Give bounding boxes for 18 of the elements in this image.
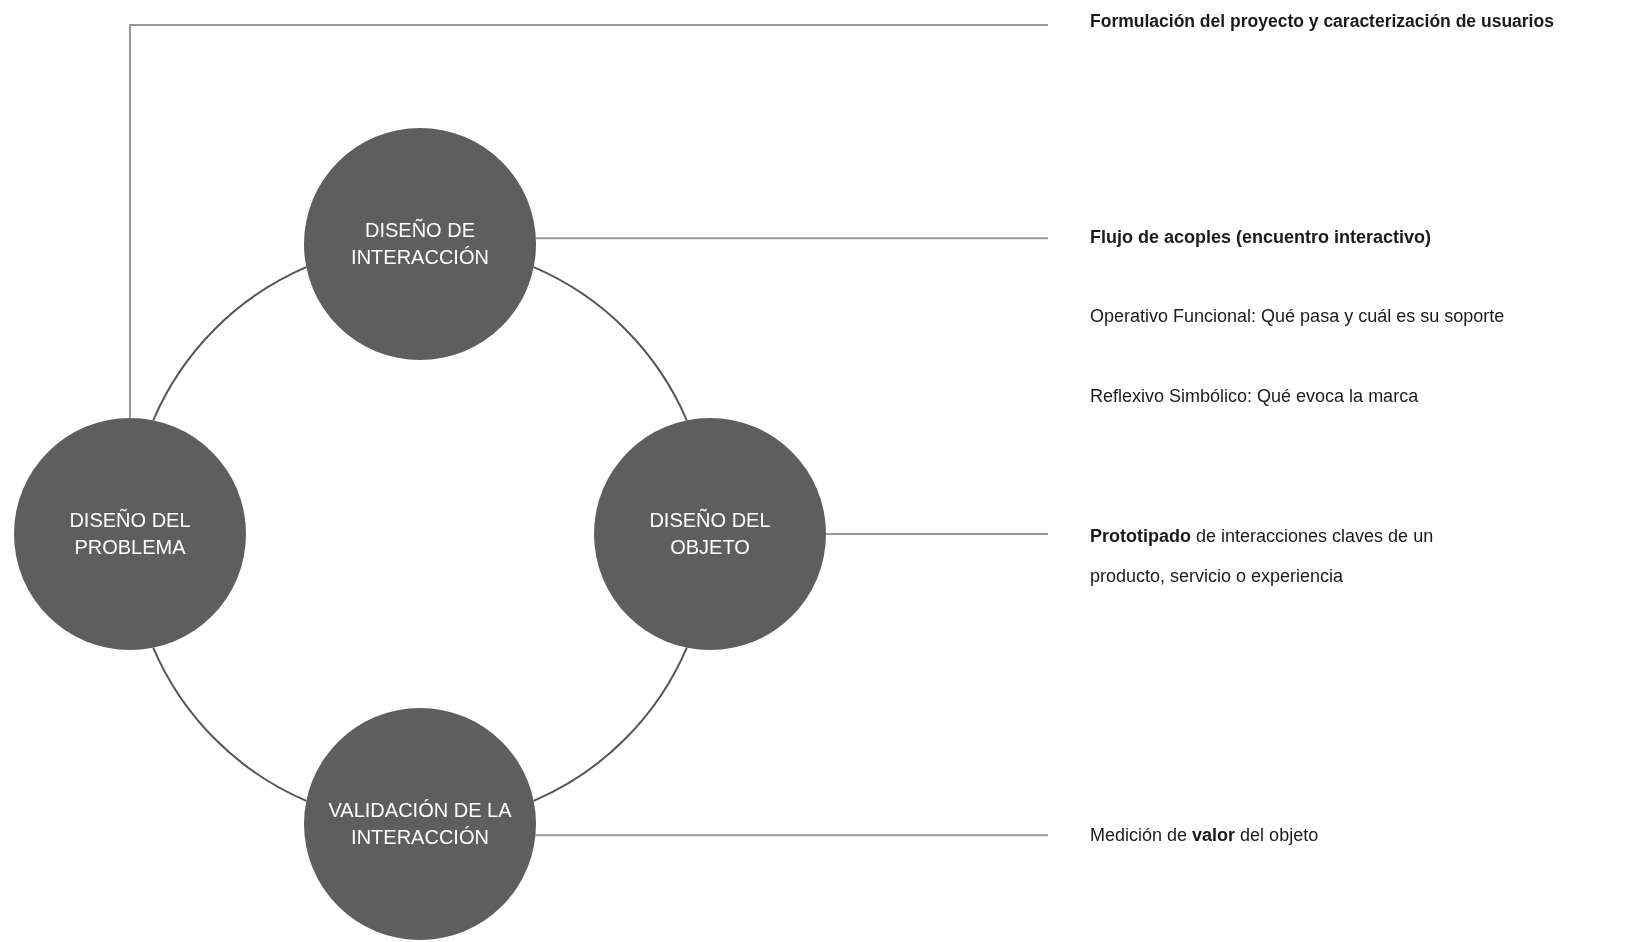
leader-line: [129, 24, 1049, 419]
stage-title: DISEÑO DEL OBJETO: [648, 507, 772, 560]
annotation-text: Medición de valor del objeto: [1090, 824, 1319, 847]
ring-arc: [152, 266, 308, 422]
leader-line: [534, 834, 1049, 837]
ring-arc: [532, 646, 688, 802]
leader-line: [534, 237, 1049, 240]
annotation-text: Flujo de acoples (encuentro interactivo): [1090, 226, 1432, 249]
note-text: Operativo Funcional: Qué pasa y cuál es su soporte: [1090, 305, 1505, 328]
note-text: Reflexivo Simbólico: Qué evoca la marca: [1090, 385, 1419, 408]
ring-arc: [532, 266, 688, 422]
ring-arc: [152, 646, 308, 802]
stage-title: VALIDACIÓN DE LA INTERACCIÓN: [327, 798, 513, 850]
leader-line: [825, 533, 1049, 535]
stage-title: DISEÑO DEL PROBLEMA: [68, 507, 192, 560]
annotation-text: Formulación del proyecto y caracterización de usuarios: [1090, 10, 1554, 33]
stage-title: DISEÑO DE INTERACCIÓN: [350, 218, 490, 270]
annotation-text: Prototipado de interacciones claves de un producto, servicio o experiencia: [1090, 525, 1435, 588]
